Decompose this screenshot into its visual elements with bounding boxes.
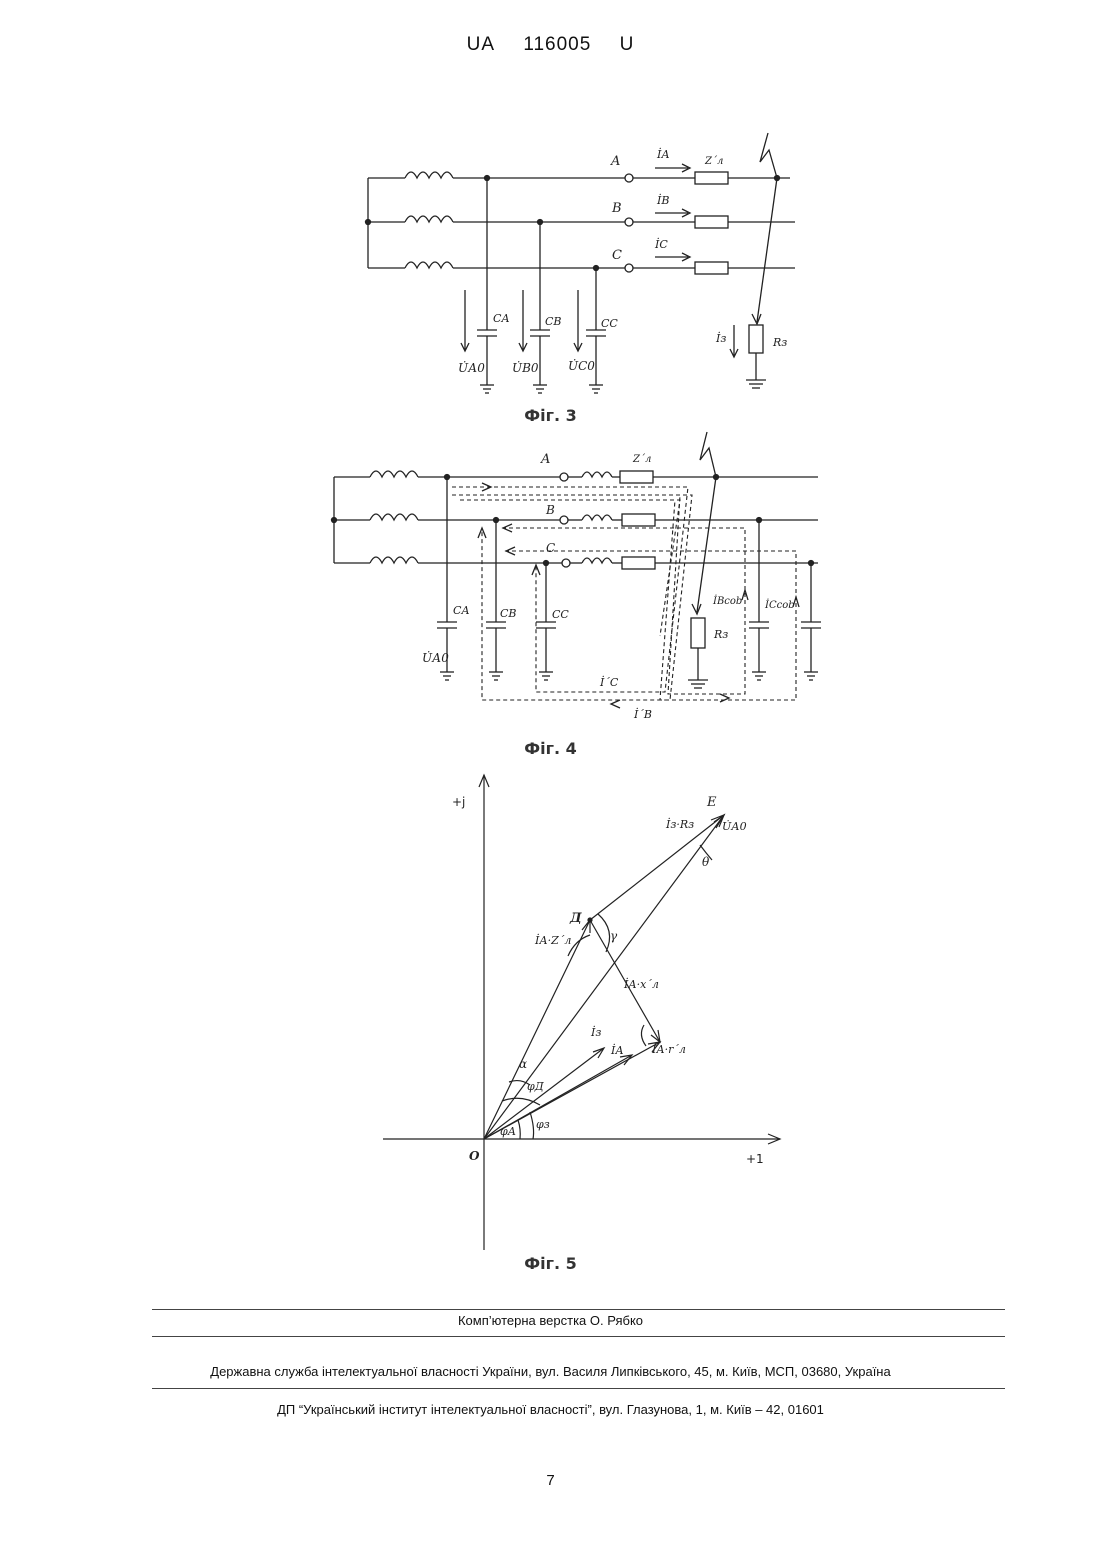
fig3-cap-b-label: CВ [545,315,562,328]
fig3-current-c-label: İС [654,237,668,251]
fig4-fault-resistance-label: Rз [713,628,728,641]
fig5-vector-ia-xl-label: İА·x΄л [623,977,659,991]
page-number: 7 [0,1472,1101,1489]
fig3-circuit-diagram: A B C İА İВ İС Z΄л CА CВ CС U̇А0 U̇В0 U̇… [0,120,1101,410]
fig5-angle-phi-d-label: φД [527,1080,545,1093]
fig5-phasor-diagram: +j +1 O Д E İз·Rз U̇А0 İА·Z΄л İА·x΄л İз … [0,765,1101,1255]
fig3-cap-c-label: CС [601,317,618,330]
fig3-voltage-b-label: U̇В0 [512,360,539,375]
fig5-angle-phi-a-label: φА [500,1125,516,1138]
layout-credit: Комп’ютерна верстка О. Рябко [0,1313,1101,1328]
fig5-vector-iz-rz-label: İз·Rз [665,817,694,831]
fig5-angle-gamma-label: γ [610,929,618,943]
fig4-cap-far-c [801,561,821,681]
office-address: Державна служба інтелектуальної власност… [0,1364,1101,1379]
fig5-vector-ua0-label: U̇А0 [722,820,747,833]
fig5-vector-ia-label: İА [610,1043,624,1057]
fig4-voltage-label: U̇А0 [422,650,449,665]
fig3-phase-a-label: A [610,154,620,169]
fig3-current-a-label: İА [656,147,670,161]
fig5-real-axis-label: +1 [746,1152,764,1166]
fig4-cap-a [437,475,457,681]
fig4-cap-b-label: CВ [500,607,517,620]
fig4-circuit-diagram: A B C Z΄л CА CВ CС U̇А0 Rз İBcob İCcob İ… [0,430,1101,740]
patent-number: 116005 [523,34,591,55]
fig5-vector-ia-zl-label: İА·Z΄л [534,933,571,947]
fig4-phase-c-label: C [546,541,555,555]
patent-kind: U [620,34,635,55]
fig4-impedance-label: Z΄л [632,454,651,465]
fig3-fault-current-label: İз [715,331,726,345]
fig4-caption: Фіг. 4 [0,739,1101,758]
patent-header: UA 116005 U [0,34,1101,56]
fig4-loop-current-c-label: İ΄С [599,675,619,689]
fig5-point-d-label: Д [569,911,582,926]
country-code: UA [467,34,495,55]
fig4-loop-current-b-label: İ΄В [633,707,652,721]
fig5-angle-theta-label: θ [702,855,710,869]
fig4-cap-b [486,518,506,681]
fig3-phase-c-label: C [612,248,622,263]
fig4-cap-far-b [749,518,769,681]
fig5-vector-ia-rl-label: İА·r΄л [651,1042,686,1056]
fig4-phase-b-label: B [545,503,555,517]
fig4-branch-current-b-label: İBcob [712,595,742,607]
fig5-caption: Фіг. 5 [0,1254,1101,1273]
fig3-phase-b-label: B [611,201,622,216]
footer-rule-top [152,1309,1005,1310]
fig5-point-e-label: E [706,795,717,810]
fig4-cap-c-label: CС [552,608,569,621]
fig4-branch-current-c-label: İCcob [764,599,795,611]
fig3-voltage-a-label: U̇А0 [458,360,485,375]
fig5-origin-label: O [469,1149,480,1163]
fig3-current-b-label: İВ [656,193,669,207]
fig4-cap-a-label: CА [453,604,470,617]
fig5-imag-axis-label: +j [452,795,465,809]
fig5-angle-phi-z-label: φз [536,1118,550,1131]
fig3-impedance-label: Z΄л [704,156,723,167]
fig3-fault-resistance-label: Rз [772,336,787,349]
fig3-caption: Фіг. 3 [0,406,1101,425]
institute-address: ДП “Український інститут інтелектуальної… [0,1402,1101,1417]
fig5-vector-iz-label: İз [590,1025,601,1039]
footer-rule-bottom [152,1388,1005,1389]
fig4-phase-a-label: A [540,452,550,467]
fig3-voltage-c-label: U̇С0 [568,358,595,373]
footer-rule-middle [152,1336,1005,1337]
fig3-cap-a-label: CА [493,312,510,325]
fig5-angle-alpha-label: α [519,1057,527,1071]
